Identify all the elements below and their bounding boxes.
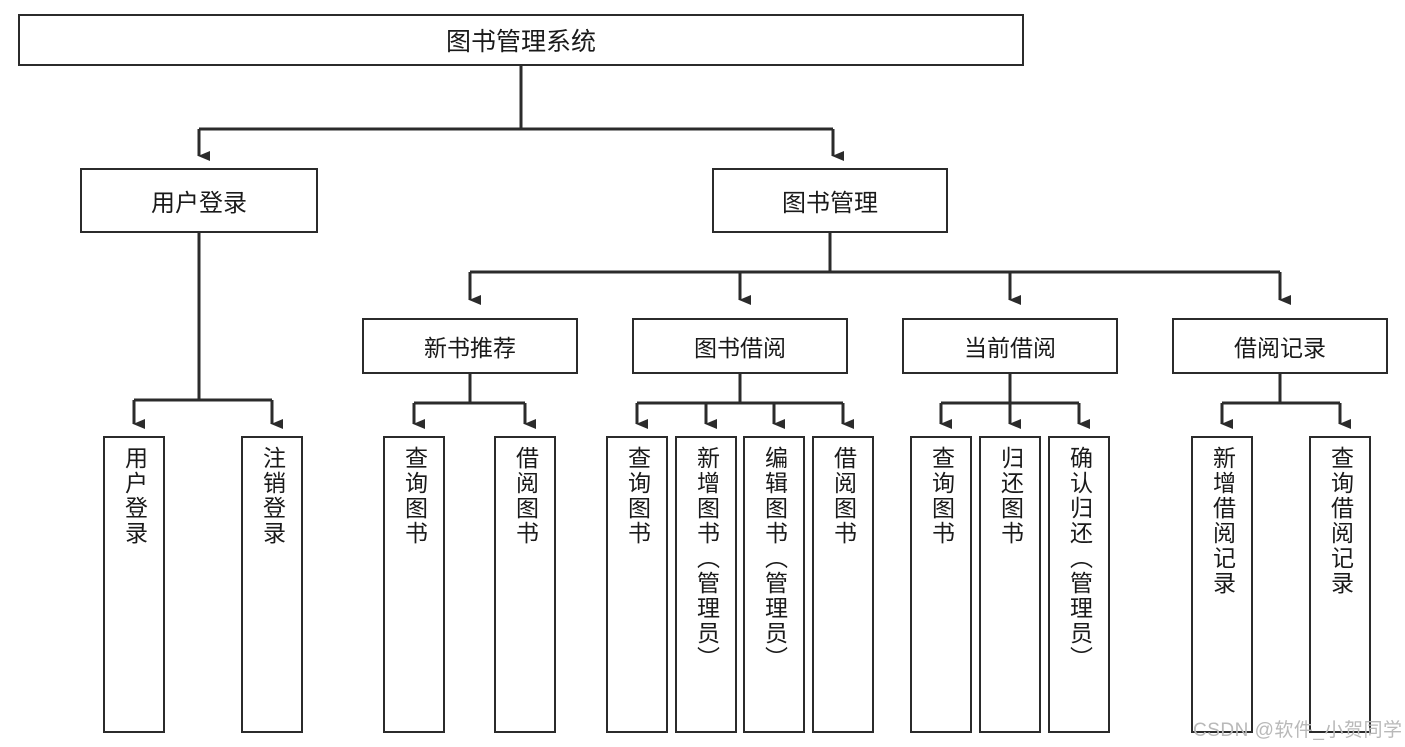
node-current-borrow[interactable]: 当前借阅 xyxy=(902,318,1118,374)
node-label: 图书管理 xyxy=(782,190,878,217)
node-leaf-query-book-3[interactable]: 查询图书 xyxy=(910,436,972,733)
node-label: 图书借阅 xyxy=(694,335,786,361)
node-label: 图书管理系统 xyxy=(445,28,596,56)
node-label: 借阅记录 xyxy=(1234,335,1326,361)
node-label: 借阅图书 xyxy=(512,446,539,546)
node-label: 确认归还（管理员） xyxy=(1066,446,1093,671)
node-leaf-query-borrow-record[interactable]: 查询借阅记录 xyxy=(1309,436,1371,733)
node-label: 新书推荐 xyxy=(424,335,516,361)
node-leaf-user-login[interactable]: 用户登录 xyxy=(103,436,165,733)
node-borrow-record[interactable]: 借阅记录 xyxy=(1172,318,1388,374)
node-label: 新增借阅记录 xyxy=(1209,446,1236,596)
node-label: 查询图书 xyxy=(928,446,955,546)
node-leaf-query-book-1[interactable]: 查询图书 xyxy=(383,436,445,733)
node-book-borrow[interactable]: 图书借阅 xyxy=(632,318,848,374)
node-leaf-add-book-admin[interactable]: 新增图书（管理员） xyxy=(675,436,737,733)
watermark-text: CSDN @软件_小贺同学 xyxy=(1193,720,1403,741)
node-new-book-recommend[interactable]: 新书推荐 xyxy=(362,318,578,374)
node-book-management-system[interactable]: 图书管理系统 xyxy=(18,14,1024,66)
node-label: 查询借阅记录 xyxy=(1327,446,1354,596)
node-leaf-borrow-book-1[interactable]: 借阅图书 xyxy=(494,436,556,733)
node-label: 用户登录 xyxy=(151,190,247,217)
node-label: 新增图书（管理员） xyxy=(693,446,720,671)
node-label: 用户登录 xyxy=(121,446,148,546)
node-label: 当前借阅 xyxy=(964,335,1056,361)
node-leaf-add-borrow-record[interactable]: 新增借阅记录 xyxy=(1191,436,1253,733)
node-leaf-edit-book-admin[interactable]: 编辑图书（管理员） xyxy=(743,436,805,733)
node-label: 查询图书 xyxy=(401,446,428,546)
node-book-manage[interactable]: 图书管理 xyxy=(712,168,948,233)
node-label: 归还图书 xyxy=(997,446,1024,546)
node-leaf-confirm-return-admin[interactable]: 确认归还（管理员） xyxy=(1048,436,1110,733)
node-leaf-return-book[interactable]: 归还图书 xyxy=(979,436,1041,733)
node-leaf-borrow-book-2[interactable]: 借阅图书 xyxy=(812,436,874,733)
node-leaf-user-logout[interactable]: 注销登录 xyxy=(241,436,303,733)
node-label: 查询图书 xyxy=(624,446,651,546)
node-label: 借阅图书 xyxy=(830,446,857,546)
node-leaf-query-book-2[interactable]: 查询图书 xyxy=(606,436,668,733)
node-label: 注销登录 xyxy=(259,446,286,546)
node-label: 编辑图书（管理员） xyxy=(761,446,788,671)
node-user-login[interactable]: 用户登录 xyxy=(80,168,318,233)
